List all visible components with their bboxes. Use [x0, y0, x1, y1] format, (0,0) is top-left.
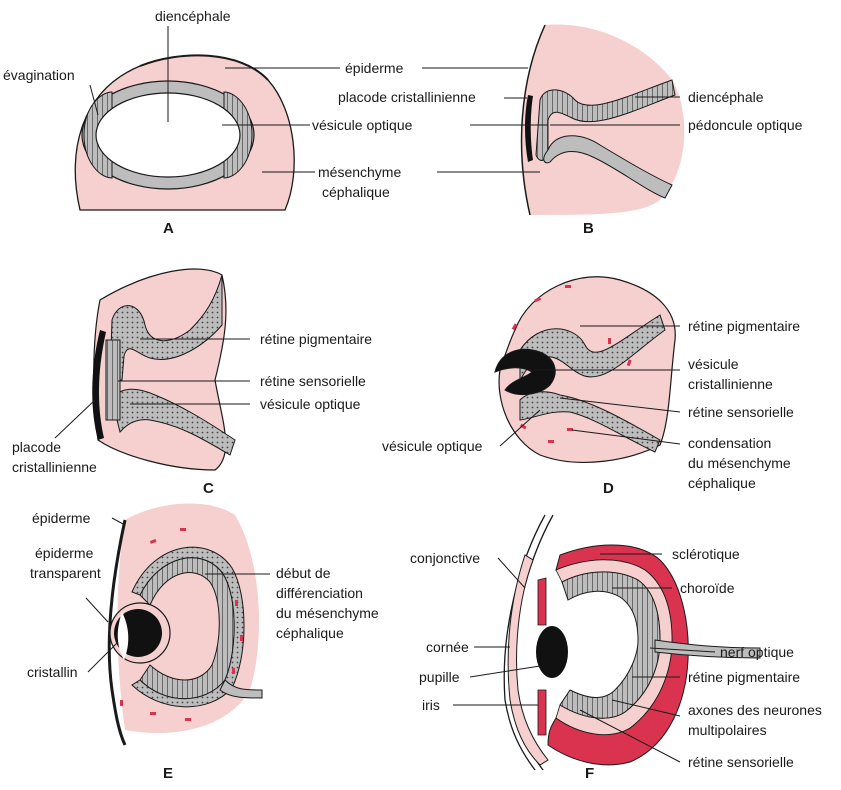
label-e-transparent-1: épiderme [35, 545, 94, 561]
label-d-cristall-1: vésicule [688, 356, 739, 372]
lead-c-placode [55, 400, 95, 438]
panel-e-letter: E [163, 765, 173, 782]
label-f-conjonctive: conjonctive [410, 550, 480, 566]
label-f-pigmentaire: rétine pigmentaire [688, 669, 800, 685]
panel-e: E [109, 504, 262, 782]
label-c-vesicule: vésicule optique [260, 396, 361, 412]
label-d-cristall-2: cristallinienne [688, 376, 773, 392]
label-a-mesenchyme-1: mésenchyme [318, 164, 401, 180]
label-f-sensorielle: rétine sensorielle [688, 754, 794, 770]
label-f-nerf: nerf optique [720, 644, 794, 660]
label-d-condensation-3: céphalique [688, 475, 756, 491]
panel-d: D [495, 277, 675, 497]
label-e-epiderme: épiderme [32, 510, 91, 526]
label-b-diencephale: diencéphale [688, 89, 764, 105]
label-d-vesicule: vésicule optique [382, 438, 483, 454]
label-f-iris: iris [422, 697, 440, 713]
panel-f-letter: F [585, 765, 594, 782]
label-f-cornee: cornée [426, 639, 469, 655]
label-e-debut-3: du mésenchyme [276, 605, 379, 621]
label-c-placode-1: placode [12, 439, 61, 455]
label-a-epiderme: épiderme [345, 60, 404, 76]
label-d-pigmentaire: rétine pigmentaire [688, 318, 800, 334]
label-a-evagination: évagination [3, 67, 75, 83]
label-e-debut-1: début de [276, 565, 331, 581]
label-e-cristallin: cristallin [27, 664, 78, 680]
label-c-pigmentaire: rétine pigmentaire [260, 331, 372, 347]
panel-c-letter: C [203, 480, 214, 497]
panel-d-letter: D [603, 480, 614, 497]
panel-f-iris-upper [538, 578, 546, 625]
label-c-sensorielle: rétine sensorielle [260, 373, 366, 389]
label-c-placode-2: cristallinienne [12, 459, 97, 475]
label-f-pupille: pupille [419, 669, 460, 685]
panel-b: B [522, 24, 685, 237]
panel-f-iris-lower [538, 690, 546, 735]
label-b-placode: placode cristallinienne [338, 89, 476, 105]
label-f-sclerotique: sclérotique [672, 546, 740, 562]
lead-e-transparent [86, 598, 108, 622]
label-e-transparent-2: transparent [30, 565, 101, 581]
label-a-vesicule: vésicule optique [312, 117, 413, 133]
label-f-axones-1: axones des neurones [688, 702, 822, 718]
panel-f-lens [536, 626, 568, 678]
label-d-sensorielle: rétine sensorielle [688, 404, 794, 420]
panel-a: A [75, 55, 294, 237]
lead-e-cristallin [88, 642, 118, 672]
lead-e-epiderme [112, 518, 125, 525]
panel-b-letter: B [583, 220, 594, 237]
label-b-pedoncule: pédoncule optique [688, 117, 803, 133]
label-a-diencephale: diencéphale [155, 8, 231, 24]
label-d-condensation-1: condensation [688, 435, 771, 451]
panel-c-sensory-retina [106, 340, 120, 420]
label-f-choroide: choroïde [680, 580, 735, 596]
panel-c: C [92, 269, 235, 497]
panel-a-letter: A [163, 220, 174, 237]
label-d-condensation-2: du mésenchyme [688, 455, 791, 471]
label-e-debut-4: céphalique [276, 625, 344, 641]
label-a-mesenchyme-2: céphalique [322, 184, 390, 200]
label-e-debut-2: différenciation [276, 585, 363, 601]
label-f-axones-2: multipolaires [688, 722, 767, 738]
